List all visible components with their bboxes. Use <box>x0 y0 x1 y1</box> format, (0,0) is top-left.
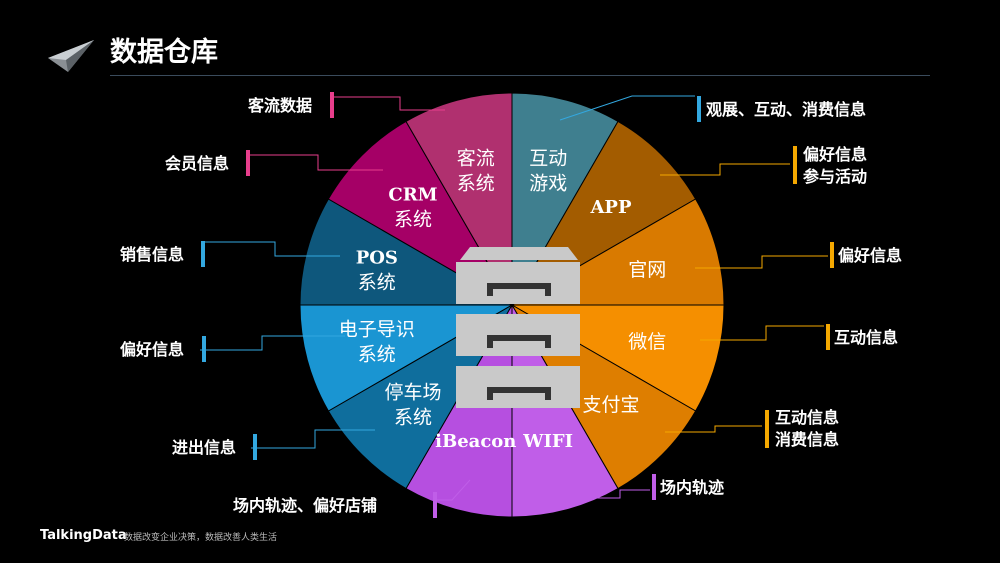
segment-label-guanwang: 官网 <box>628 259 666 281</box>
segment-label-hudong: 游戏 <box>529 172 567 194</box>
segment-label-pos: POS <box>356 247 398 268</box>
callout-pianhao-web: 偏好信息 <box>838 246 903 265</box>
callout-bar-changnei-pianhao <box>433 492 437 518</box>
segment-label-pos: 系统 <box>358 271 396 293</box>
wedge-ibeacon <box>405 303 513 518</box>
callout-bar-jinchu <box>253 434 257 460</box>
connector-line <box>585 489 650 499</box>
callout-bar-changnei <box>652 474 656 500</box>
segment-label-tingche: 停车场 <box>384 382 441 404</box>
callout-pianhao-app: 偏好信息参与活动 <box>803 145 868 186</box>
segment-label-ibeacon: iBeacon <box>435 431 516 452</box>
connector-line <box>200 335 345 351</box>
segment-label-layer: 互动游戏APP官网微信支付宝WIFIiBeacon停车场系统电子导识系统POS系… <box>339 147 666 452</box>
connector-line <box>332 96 445 111</box>
segment-label-daoshi: 系统 <box>358 344 396 366</box>
callout-bar-pianhao-web <box>830 242 834 268</box>
connector-line <box>695 255 828 269</box>
callout-jinchu: 进出信息 <box>172 438 237 457</box>
connector-line <box>251 429 375 449</box>
segment-label-weixin: 微信 <box>628 331 666 353</box>
segment-label-keliu: 客流 <box>457 147 495 169</box>
segment-label-app: APP <box>589 197 632 218</box>
segment-label-crm: 系统 <box>394 209 432 231</box>
connector-line <box>203 241 340 257</box>
footer-brand: TalkingData <box>40 528 127 543</box>
callout-changnei-pianhao: 场内轨迹、偏好店铺 <box>233 496 378 515</box>
callout-bar-hudong-wx <box>826 324 830 350</box>
paper-plane-logo-icon <box>48 40 94 72</box>
segment-label-wifi: WIFI <box>522 431 573 452</box>
connector-line <box>665 425 762 433</box>
connector-line <box>559 95 695 121</box>
callout-bar-pianhao-guide <box>202 336 206 362</box>
callout-hudong-wx: 互动信息 <box>834 328 899 347</box>
wedge-wifi <box>511 303 619 518</box>
connector-line <box>436 479 471 501</box>
callout-bar-hudong-zfb <box>765 410 769 448</box>
wedge-layer <box>299 92 725 518</box>
callout-guanzhan: 观展、互动、消费信息 <box>706 100 867 119</box>
callout-bar-keliu-data <box>330 92 334 118</box>
footer-slogan: 数据改变企业决策，数据改善人类生活 <box>124 533 278 543</box>
callout-bar-huiyuan <box>246 150 250 176</box>
segment-label-tingche: 系统 <box>394 407 432 429</box>
callout-bar-xiaoshou <box>201 241 205 267</box>
connector-line <box>660 163 790 176</box>
page-title: 数据仓库 <box>110 37 218 68</box>
callout-changnei: 场内轨迹 <box>660 478 725 497</box>
segment-label-crm: CRM <box>388 185 437 206</box>
callout-hudong-zfb: 互动信息消费信息 <box>775 408 840 449</box>
callout-pianhao-guide: 偏好信息 <box>120 340 185 359</box>
callout-bar-pianhao-app <box>793 146 797 184</box>
segment-label-hudong: 互动 <box>529 147 567 169</box>
callout-xiaoshou: 销售信息 <box>120 245 185 264</box>
warehouse-icon <box>456 247 580 408</box>
connector-layer <box>200 95 828 501</box>
segment-label-zhifubao: 支付宝 <box>582 394 639 416</box>
segment-label-keliu: 系统 <box>457 172 495 194</box>
callout-keliu-data: 客流数据 <box>248 96 313 115</box>
title-divider <box>110 75 930 76</box>
connector-line <box>700 325 824 341</box>
connector-line <box>248 154 383 171</box>
callout-huiyuan: 会员信息 <box>165 154 230 173</box>
segment-label-daoshi: 电子导识 <box>339 319 415 341</box>
callout-bar-guanzhan <box>697 96 701 122</box>
